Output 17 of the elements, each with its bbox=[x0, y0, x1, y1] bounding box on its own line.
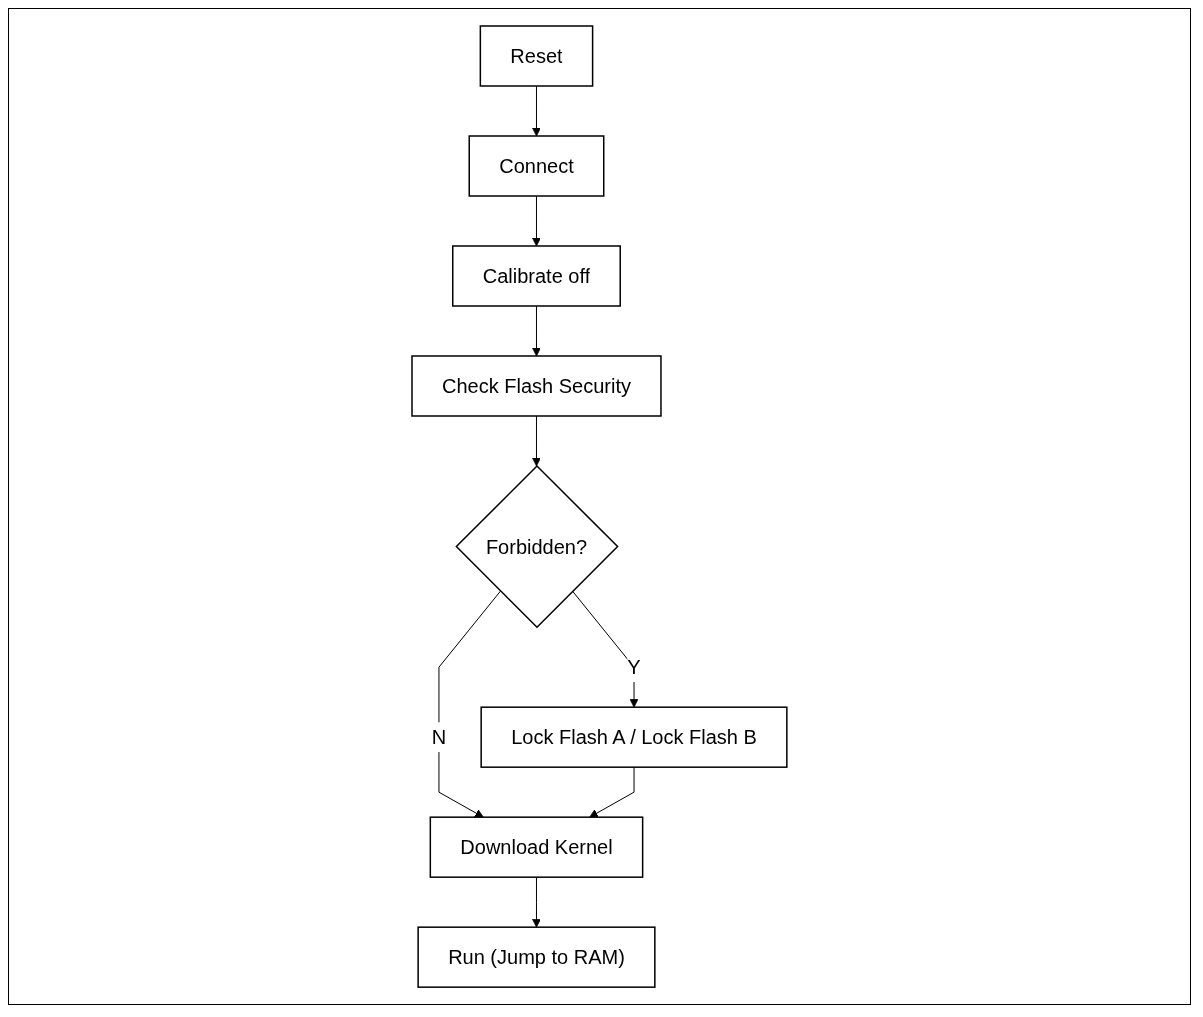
node-box: Connect bbox=[468, 135, 605, 197]
node-box: Check Flash Security bbox=[411, 355, 662, 417]
edge-label: N bbox=[431, 726, 447, 749]
node-box: Lock Flash A / Lock Flash B bbox=[480, 706, 788, 768]
node-box: Calibrate off bbox=[452, 245, 622, 307]
arrow bbox=[589, 766, 635, 818]
node-box: Download Kernel bbox=[429, 816, 644, 878]
arrow bbox=[532, 195, 541, 247]
node-box: Run (Jump to RAM) bbox=[417, 926, 656, 988]
arrow bbox=[532, 876, 541, 928]
arrow bbox=[532, 415, 541, 467]
edge-label: Y bbox=[627, 656, 641, 679]
arrow bbox=[532, 305, 541, 357]
node-box: Reset bbox=[479, 25, 594, 87]
arrow bbox=[438, 590, 501, 818]
node-diamond: Forbidden? bbox=[455, 464, 619, 629]
arrow bbox=[532, 85, 541, 137]
